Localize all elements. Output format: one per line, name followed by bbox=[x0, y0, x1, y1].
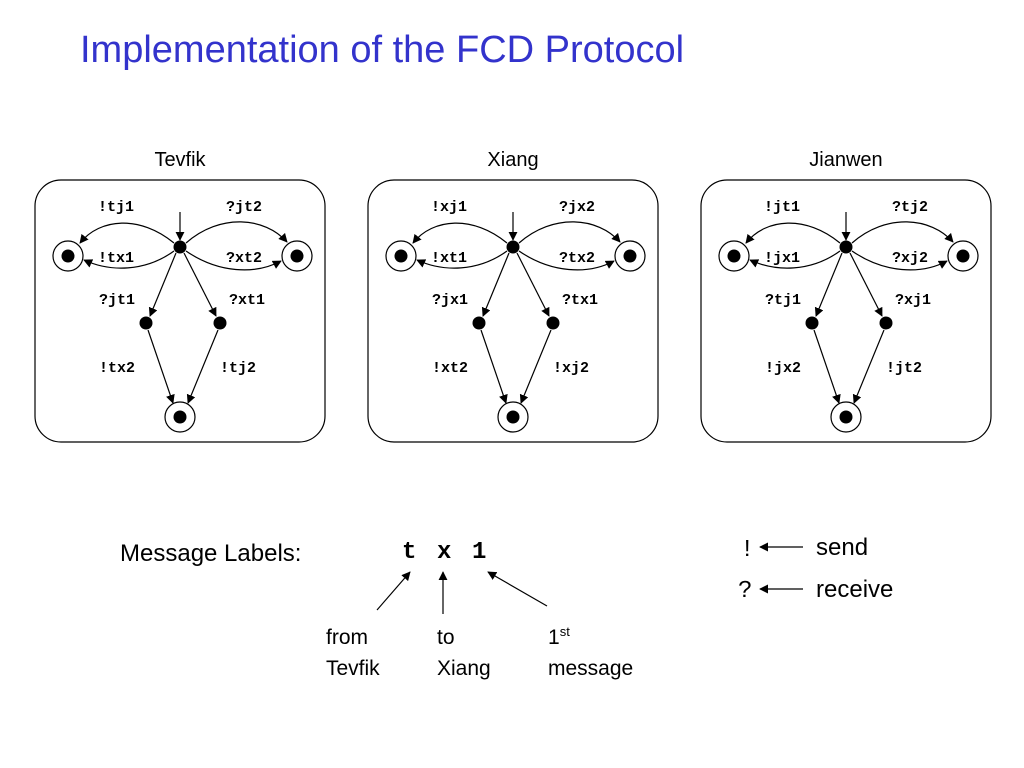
label-bottom-left: !jx2 bbox=[765, 360, 801, 377]
state-branch-left bbox=[805, 316, 819, 330]
machine-tevfik: Tevfik !tj1 ?jt2 !tx1 ?xt2 ?jt1 ?xt1 !tx2 !tj2 bbox=[34, 149, 326, 443]
edge-top-right bbox=[851, 221, 954, 244]
state-initial bbox=[173, 240, 187, 254]
edge-branch-right bbox=[516, 252, 550, 317]
edge-mid-right bbox=[185, 250, 282, 271]
label-bottom-right: !tj2 bbox=[220, 360, 256, 377]
edge-bottom-right bbox=[186, 329, 219, 404]
machine-frame bbox=[367, 179, 659, 443]
state-initial bbox=[839, 240, 853, 254]
state-branch-left bbox=[472, 316, 486, 330]
label-top-right: ?tj2 bbox=[892, 199, 928, 216]
machine-name: Jianwen bbox=[809, 149, 882, 171]
state-left-final bbox=[727, 249, 741, 263]
example-char-index: 1 bbox=[472, 539, 486, 566]
edge-branch-right bbox=[183, 252, 217, 317]
nth-line1: 1st bbox=[548, 624, 570, 649]
label-top-left: !tj1 bbox=[98, 199, 134, 216]
machine-name: Xiang bbox=[487, 149, 538, 171]
nth-number: 1 bbox=[548, 626, 560, 649]
label-mid-right: ?xt2 bbox=[226, 250, 262, 267]
edge-bottom-right bbox=[852, 329, 885, 404]
label-mid-right: ?tx2 bbox=[559, 250, 595, 267]
label-top-right: ?jx2 bbox=[559, 199, 595, 216]
state-bottom-final bbox=[506, 410, 520, 424]
message-labels-legend: Message Labels: t x 1 from Tevfik to Xia… bbox=[120, 539, 633, 680]
edge-bottom-right bbox=[519, 329, 552, 404]
edge-branch-right bbox=[849, 252, 883, 317]
send-text: send bbox=[816, 534, 868, 561]
state-right-final bbox=[956, 249, 970, 263]
message-labels-title: Message Labels: bbox=[120, 540, 301, 567]
state-right-final bbox=[290, 249, 304, 263]
receive-text: receive bbox=[816, 576, 893, 603]
label-bottom-left: !tx2 bbox=[99, 360, 135, 377]
machine-name: Tevfik bbox=[154, 149, 206, 171]
machine-frame bbox=[34, 179, 326, 443]
edge-mid-right bbox=[851, 250, 948, 271]
label-branch-left: ?tj1 bbox=[765, 292, 801, 309]
edge-top-left bbox=[412, 222, 508, 244]
state-branch-left bbox=[139, 316, 153, 330]
state-branch-right bbox=[546, 316, 560, 330]
edge-branch-left bbox=[481, 252, 510, 317]
nth-superscript: st bbox=[560, 624, 571, 639]
edge-bottom-left bbox=[813, 329, 841, 404]
label-top-left: !jt1 bbox=[764, 199, 800, 216]
nth-line2: message bbox=[548, 657, 633, 680]
label-mid-left: !tx1 bbox=[98, 250, 134, 267]
edge-top-left bbox=[79, 222, 175, 244]
machine-frame bbox=[700, 179, 992, 443]
label-bottom-left: !xt2 bbox=[432, 360, 468, 377]
label-bottom-right: !xj2 bbox=[553, 360, 589, 377]
send-symbol: ! bbox=[740, 537, 754, 564]
edge-mid-left bbox=[749, 250, 841, 269]
label-branch-right: ?xj1 bbox=[895, 292, 931, 309]
edge-branch-left bbox=[814, 252, 843, 317]
state-right-final bbox=[623, 249, 637, 263]
state-left-final bbox=[61, 249, 75, 263]
state-branch-right bbox=[879, 316, 893, 330]
state-initial bbox=[506, 240, 520, 254]
label-mid-left: !jx1 bbox=[764, 250, 800, 267]
state-branch-right bbox=[213, 316, 227, 330]
edge-top-left bbox=[745, 222, 841, 244]
symbol-legend: ! send ? receive bbox=[738, 534, 893, 605]
machine-xiang: Xiang !xj1 ?jx2 !xt1 ?tx2 ?jx1 ?tx1 !xt2 !xj2 bbox=[367, 149, 659, 443]
label-bottom-right: !jt2 bbox=[886, 360, 922, 377]
label-top-left: !xj1 bbox=[431, 199, 467, 216]
state-bottom-final bbox=[173, 410, 187, 424]
label-top-right: ?jt2 bbox=[226, 199, 262, 216]
edge-mid-left bbox=[83, 250, 175, 269]
slide-title: Implementation of the FCD Protocol bbox=[80, 29, 684, 71]
label-branch-right: ?xt1 bbox=[229, 292, 265, 309]
label-branch-left: ?jx1 bbox=[432, 292, 468, 309]
edge-bottom-left bbox=[147, 329, 175, 404]
from-arrow bbox=[376, 571, 411, 611]
machine-jianwen: Jianwen !jt1 ?tj2 !jx1 ?xj2 ?tj1 ?xj1 !jx2 !jt2 bbox=[700, 149, 992, 443]
example-char-to: x bbox=[437, 539, 451, 566]
edge-bottom-left bbox=[480, 329, 508, 404]
edge-top-right bbox=[518, 221, 621, 244]
index-arrow bbox=[487, 571, 548, 607]
receive-symbol: ? bbox=[738, 578, 752, 605]
edge-top-right bbox=[185, 221, 288, 244]
edge-branch-left bbox=[148, 252, 177, 317]
state-machines: Tevfik !tj1 ?jt2 !tx1 ?xt2 ?jt1 ?xt1 !tx2 !tj2 X… bbox=[34, 149, 992, 443]
example-char-from: t bbox=[402, 539, 416, 566]
label-branch-left: ?jt1 bbox=[99, 292, 135, 309]
edge-mid-right bbox=[518, 250, 615, 271]
edge-mid-left bbox=[416, 250, 508, 269]
label-mid-right: ?xj2 bbox=[892, 250, 928, 267]
to-line1: to bbox=[437, 626, 455, 649]
state-bottom-final bbox=[839, 410, 853, 424]
state-left-final bbox=[394, 249, 408, 263]
label-mid-left: !xt1 bbox=[431, 250, 467, 267]
label-branch-right: ?tx1 bbox=[562, 292, 598, 309]
from-line2: Tevfik bbox=[326, 657, 380, 680]
from-line1: from bbox=[326, 626, 368, 649]
to-line2: Xiang bbox=[437, 657, 491, 680]
